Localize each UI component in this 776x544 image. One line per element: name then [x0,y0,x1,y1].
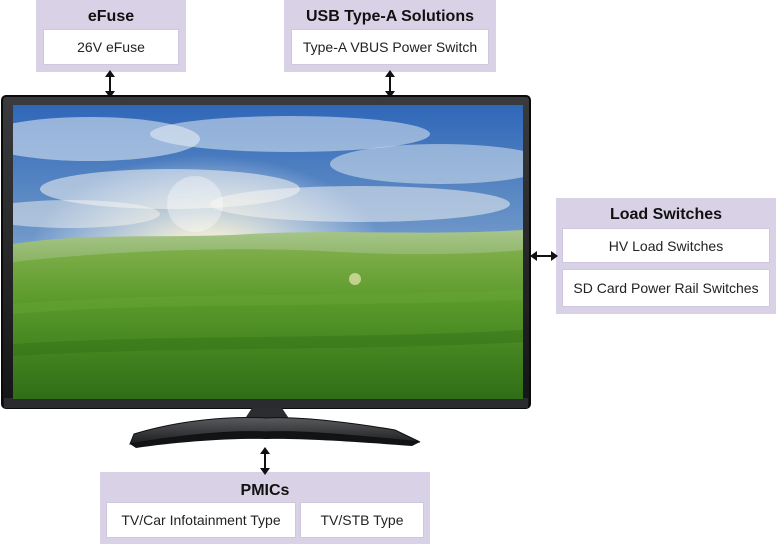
pmics-title: PMICs [240,482,290,499]
load-switches-item-hv: HV Load Switches [562,228,770,263]
pmics-arrow-icon [260,447,270,475]
load-switches-arrow-icon [530,251,558,261]
television-illustration [1,95,531,448]
pmics-group: PMICs TV/Car Infotainment Type TV/STB Ty… [100,472,430,544]
usb-title: USB Type-A Solutions [306,8,474,25]
usb-arrow-icon [385,70,395,98]
load-switches-group: Load Switches HV Load Switches SD Card P… [556,198,776,314]
usb-item-vbus-switch: Type-A VBUS Power Switch [291,29,489,65]
pmics-item-tv-stb: TV/STB Type [300,502,424,538]
usb-group: USB Type-A Solutions Type-A VBUS Power S… [284,0,496,72]
efuse-arrow-icon [105,70,115,98]
efuse-group: eFuse 26V eFuse [36,0,186,72]
pmics-item-tv-car: TV/Car Infotainment Type [106,502,296,538]
efuse-title: eFuse [87,8,135,25]
load-switches-title: Load Switches [609,206,723,223]
efuse-item-26v: 26V eFuse [43,29,179,65]
load-switches-item-sd-card: SD Card Power Rail Switches [562,269,770,307]
